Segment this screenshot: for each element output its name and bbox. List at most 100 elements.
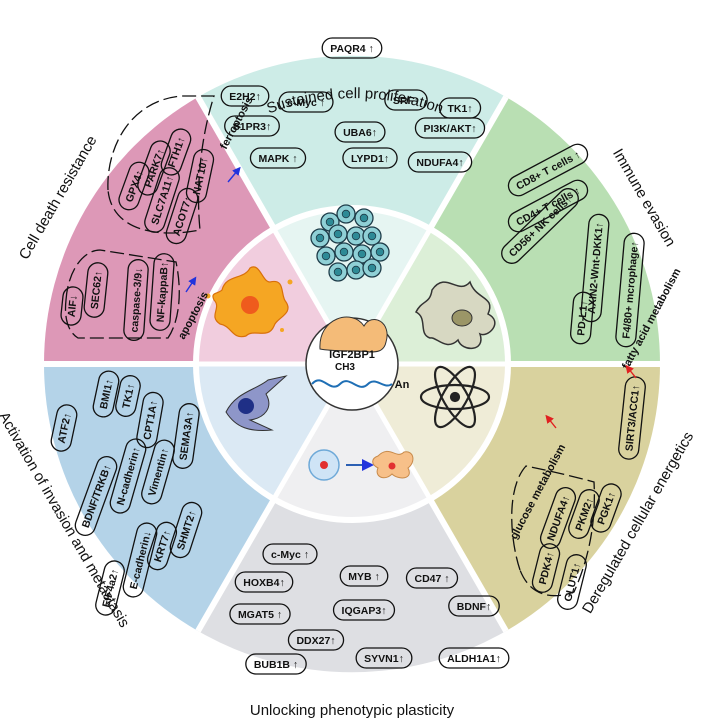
gene-pill-outline [109,438,147,514]
gene-pill-label: NDUFA4↑ [416,157,463,169]
gene-pill-outline [405,567,459,589]
gene-pill-outline [384,89,428,111]
gene-pill-outline [74,455,118,537]
gene-pill-label: caspase-3/9↓ [129,267,145,332]
inner-sector-plasticity [275,364,429,518]
gene-pill-outline [169,501,203,559]
gene-pill-label: TK1↑ [447,103,472,115]
gene-pill-outline [245,653,307,675]
inner-sector-proliferation [275,210,429,364]
gene-pill-label: DDX27↑ [296,635,335,647]
gene-pill-label: AIF↓ [66,294,80,317]
gene-pill-label: BUB1B ↑ [254,659,298,671]
gene-pill-label: MYB ↑ [348,571,380,583]
gene-pill: PAQR4 ↑ [321,37,383,59]
gene-pill-label: PD-L1↑ [575,300,590,337]
gene-pill: HOXB4↑ [234,571,294,593]
gene-pill-outline [407,151,473,173]
gene-pill-outline [334,121,386,143]
gene-pill: AIF↓ [60,286,84,326]
gene-pill: MAPK ↑ [249,147,307,169]
gene-pill: LYPD1↑ [342,147,398,169]
gene-pill: ALDH1A1↑ [438,647,510,669]
gene-pill: NDUFA4↑ [407,151,473,173]
gene-pill-outline [50,404,78,452]
gene-pill-outline [438,647,510,669]
gene-pill-outline [618,376,646,460]
glucose-up-arrow [545,414,557,429]
gene-pill: SEC62↑ [83,262,109,318]
gene-pill-outline [118,161,150,211]
apoptosis-down-arrow [185,276,197,293]
gene-pill-outline [278,91,334,113]
cell-transition-icon [308,449,414,481]
migrating-cell-icon [225,375,288,431]
gene-pill-outline [165,187,199,245]
gene-pill-outline [557,554,587,610]
gene-pill-outline [83,262,109,318]
gene-pill-outline [95,560,125,616]
gene-pill-outline [501,188,579,264]
ferroptosis-down-arrow [227,166,241,183]
gene-pill: CD47 ↑ [405,567,459,589]
gene-pill-label: SEC62↑ [89,270,105,310]
gene-pill-outline [146,521,178,571]
gene-pill-label: LYPD1↑ [351,153,389,165]
gene-pill-label: PAQR4 ↑ [330,43,374,55]
gene-pill-label: PI3K/AKT↑ [423,123,476,135]
cell-cluster-icon [310,204,390,282]
gene-pill-label: CD47 ↑ [414,573,449,585]
gene-pill: DDX27↑ [287,629,345,651]
gene-pill-outline [569,291,595,345]
gene-pill: c-Myc ↑ [278,91,334,113]
gene-pill-outline [115,375,141,417]
gene-pill-outline [355,647,413,669]
gene-pill: SYVN1↑ [355,647,413,669]
gene-pill: S1PR3↑ [224,115,280,137]
gene-pill: TK1↑ [115,375,141,417]
gene-pill-label: IQGAP3↑ [342,605,387,617]
gene-pill: c-Myc ↑ [262,543,318,565]
gene-pill-label: BDNF↑ [457,601,491,613]
gene-pill-label: ALDH1A1↑ [447,653,501,665]
rna-strand-icon [311,379,393,388]
gene-pill: E2H2↑ [220,85,270,107]
gene-pill-outline [224,115,280,137]
gene-pill-label: MGAT5 ↑ [238,609,282,621]
gene-pill-outline [149,253,175,331]
gene-pill-label: SYVN1↑ [364,653,404,665]
gene-pill-outline [141,439,175,505]
gene-pill-label: TK1↑ [120,383,137,410]
gene-pill-outline [122,522,158,598]
center-rna-label: An [395,379,410,391]
gene-pill: caspase-3/9↓ [123,259,149,341]
gene-pill-outline [615,232,645,348]
gene-pill: MYB ↑ [339,565,389,587]
gene-pill-label: S1PR3↑ [233,121,272,133]
dying-cell-icon [205,266,293,338]
gene-pill-outline [262,543,318,565]
gene-pill-label: HOXB4↑ [243,577,284,589]
gene-pill: BUB1B ↑ [245,653,307,675]
gene-pill-outline [332,599,396,621]
gene-pill: BDNF↑ [448,595,500,617]
gene-pill-outline [172,403,200,469]
gene-pill-label: UBA6↑ [343,127,377,139]
gene-pill: IQGAP3↑ [332,599,396,621]
gene-pill-outline [339,565,389,587]
immune-cell-icon [414,280,496,349]
gene-pill-label: c-Myc ↑ [287,97,325,109]
gene-pill-outline [220,85,270,107]
fatty-acid-up-arrow [625,364,637,379]
igf2bp1-protein-icon [319,316,388,353]
gene-pill: PD-L1↑ [569,291,595,345]
gene-pill-outline [590,483,622,533]
gene-pill: NF-kappaB↑ [149,253,175,331]
gene-pill-outline [92,370,120,418]
gene-pill-outline [448,595,500,617]
gene-pill-outline [321,37,383,59]
gene-pill: UBA6↑ [334,121,386,143]
group-outlines [64,95,595,597]
gene-pill-outline [60,286,84,326]
